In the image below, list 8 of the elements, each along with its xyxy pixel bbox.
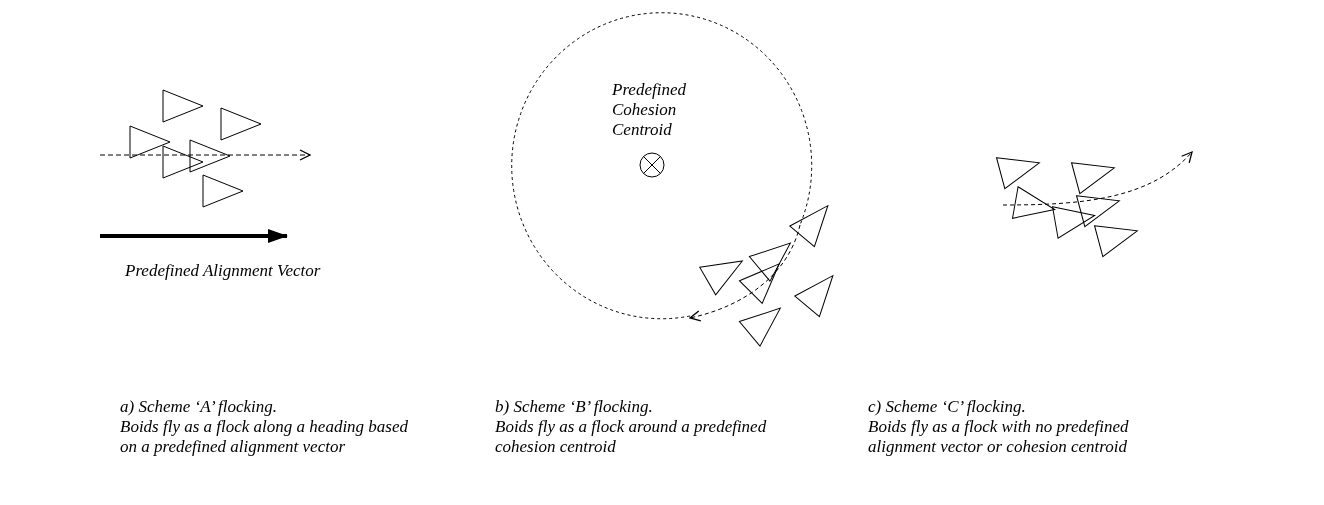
caption-title: c) Scheme ‘C’ flocking. [868, 397, 1026, 417]
caption-title: a) Scheme ‘A’ flocking. [120, 397, 278, 417]
caption-text: Boids fly as a flock along a heading based on a predefined alignment vector [120, 417, 410, 457]
annotation-label: Predefined Cohesion Centroid [612, 80, 687, 140]
caption-text: Boids fly as a flock with no predefined alignment vector or cohesion centroid [868, 417, 1130, 457]
annotation-label: Predefined Alignment Vector [125, 261, 321, 281]
caption-title: b) Scheme ‘B’ flocking. [495, 397, 653, 417]
caption-text: Boids fly as a flock around a predefined cohesion centroid [495, 417, 768, 457]
